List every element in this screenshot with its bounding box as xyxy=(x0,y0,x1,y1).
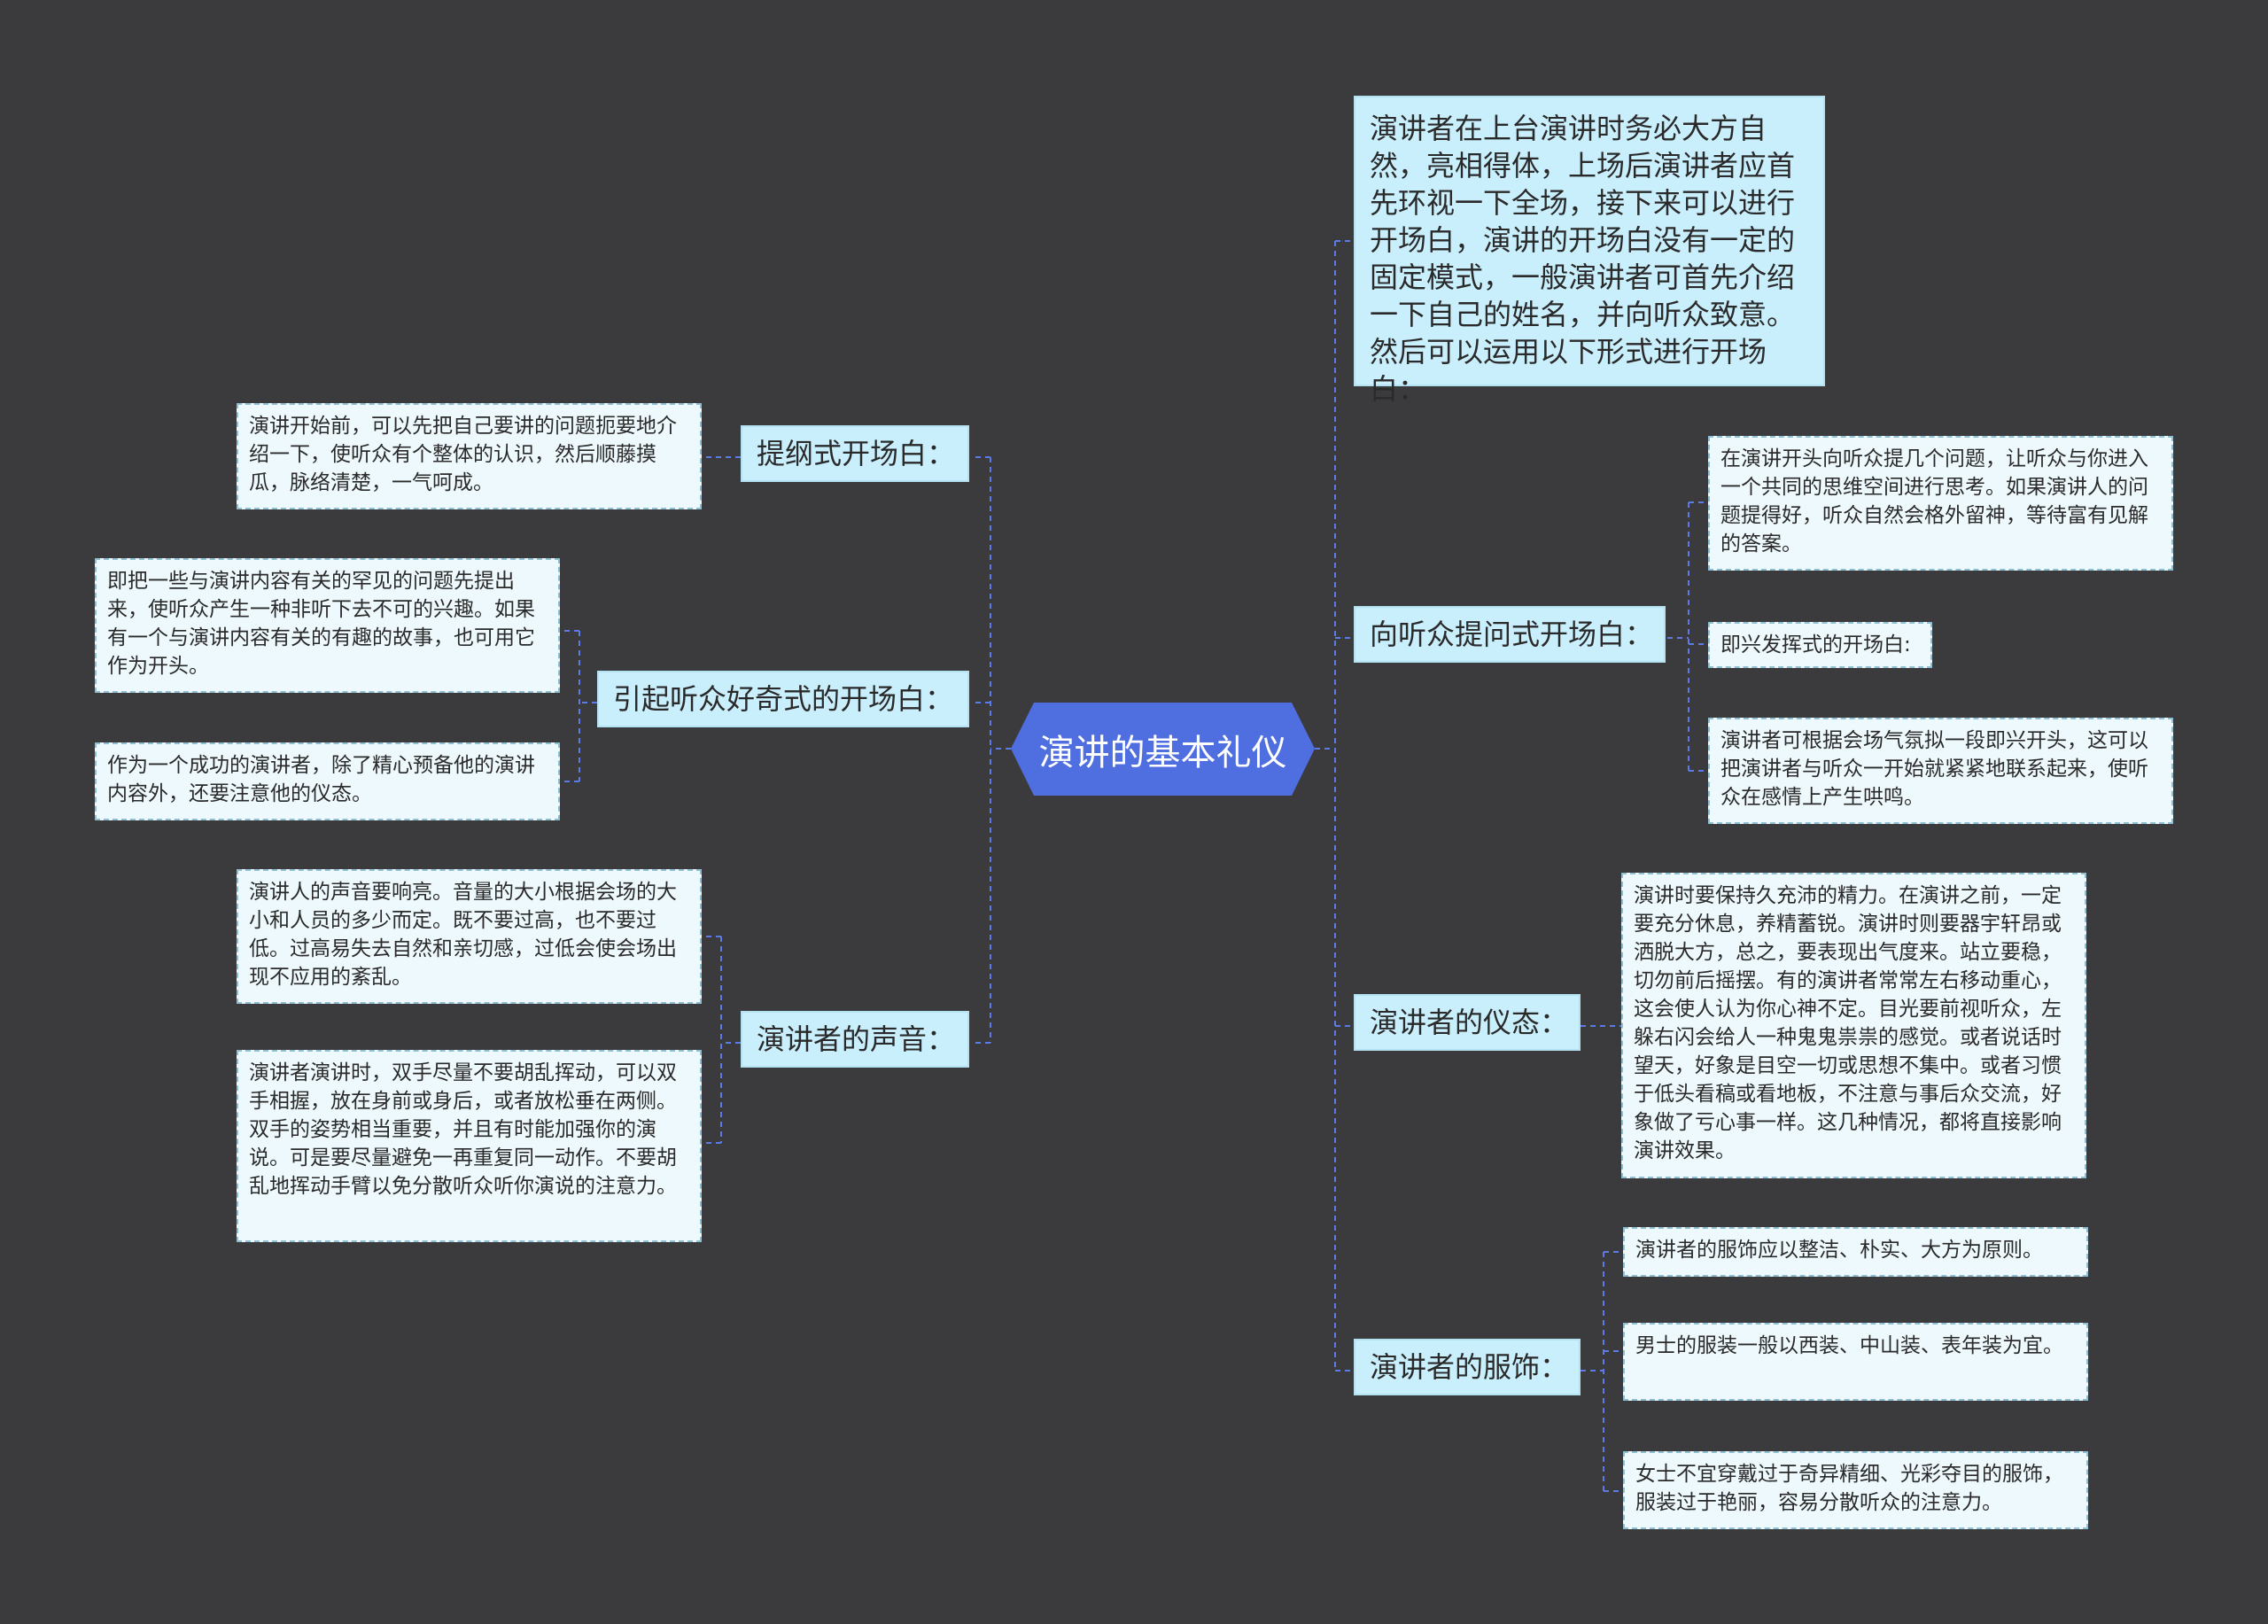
leaf-text: 演讲者的服饰应以整洁、朴实、大方为原则。 xyxy=(1635,1239,2043,1262)
leaf-voice-volume[interactable]: 演讲人的声音要响亮。音量的大小根据会场的大小和人员的多少而定。既不要过高，也不要… xyxy=(237,869,702,1004)
leaf-curiosity-desc[interactable]: 即把一些与演讲内容有关的罕见的问题先提出来，使听众产生一种非听下去不可的兴趣。如… xyxy=(95,558,560,693)
branch-label: 提纲式开场白： xyxy=(757,437,956,470)
leaf-text: 在演讲开头向听众提几个问题，让听众与你进入一个共同的思维空间进行思考。如果演讲人… xyxy=(1720,447,2148,556)
leaf-attire-women[interactable]: 女士不宜穿戴过于奇异精细、光彩夺目的服饰，服装过于艳丽，容易分散听众的注意力。 xyxy=(1623,1451,2088,1529)
branch-label: 演讲者的仪态： xyxy=(1370,1006,1569,1039)
leaf-text: 演讲者演讲时，双手尽量不要胡乱挥动，可以双手相握，放在身前或身后，或者放松垂在两… xyxy=(249,1061,677,1198)
leaf-text: 演讲者可根据会场气氛拟一段即兴开头，这可以把演讲者与听众一开始就紧紧地联系起来，… xyxy=(1720,729,2148,809)
leaf-text: 演讲时要保持久充沛的精力。在演讲之前，一定要充分休息，养精蓄锐。演讲时则要器宇轩… xyxy=(1634,884,2062,1162)
branch-curiosity-opening[interactable]: 引起听众好奇式的开场白： xyxy=(597,671,969,727)
branch-question-opening[interactable]: 向听众提问式开场白： xyxy=(1354,606,1666,663)
root-label: 演讲的基本礼仪 xyxy=(1038,732,1287,773)
intro-text: 演讲者在上台演讲时务必大方自然，亮相得体，上场后演讲者应首先环视一下全场，接下来… xyxy=(1370,112,1796,406)
branch-label: 引起听众好奇式的开场白： xyxy=(613,682,954,716)
branch-outline-opening[interactable]: 提纲式开场白： xyxy=(741,425,969,482)
leaf-impromptu-desc[interactable]: 演讲者可根据会场气氛拟一段即兴开头，这可以把演讲者与听众一开始就紧紧地联系起来，… xyxy=(1708,718,2173,824)
branch-label: 演讲者的声音： xyxy=(757,1022,956,1056)
leaf-text: 作为一个成功的演讲者，除了精心预备他的演讲内容外，还要注意他的仪态。 xyxy=(107,754,535,805)
leaf-attire-men[interactable]: 男士的服装一般以西装、中山装、表年装为宜。 xyxy=(1623,1323,2088,1401)
intro-node[interactable]: 演讲者在上台演讲时务必大方自然，亮相得体，上场后演讲者应首先环视一下全场，接下来… xyxy=(1354,96,1825,406)
leaf-text: 即把一些与演讲内容有关的罕见的问题先提出来，使听众产生一种非听下去不可的兴趣。如… xyxy=(107,570,535,678)
leaf-text: 即兴发挥式的开场白: xyxy=(1720,633,1911,657)
leaf-question-desc[interactable]: 在演讲开头向听众提几个问题，让听众与你进入一个共同的思维空间进行思考。如果演讲人… xyxy=(1708,436,2173,571)
leaf-impromptu-title[interactable]: 即兴发挥式的开场白: xyxy=(1708,622,1932,668)
leaf-text: 男士的服装一般以西装、中山装、表年装为宜。 xyxy=(1635,1334,2063,1357)
leaf-text: 演讲开始前，可以先把自己要讲的问题扼要地介绍一下，使听众有个整体的认识，然后顺藤… xyxy=(249,415,677,494)
leaf-text: 演讲人的声音要响亮。音量的大小根据会场的大小和人员的多少而定。既不要过高，也不要… xyxy=(249,881,677,989)
leaf-voice-gesture[interactable]: 演讲者演讲时，双手尽量不要胡乱挥动，可以双手相握，放在身前或身后，或者放松垂在两… xyxy=(237,1050,702,1242)
leaf-attire-principle[interactable]: 演讲者的服饰应以整洁、朴实、大方为原则。 xyxy=(1623,1227,2088,1277)
root-node[interactable]: 演讲的基本礼仪 xyxy=(1011,703,1315,796)
branch-attire[interactable]: 演讲者的服饰： xyxy=(1354,1339,1581,1395)
leaf-curiosity-note[interactable]: 作为一个成功的演讲者，除了精心预备他的演讲内容外，还要注意他的仪态。 xyxy=(95,742,560,820)
branch-demeanor[interactable]: 演讲者的仪态： xyxy=(1354,994,1581,1051)
branch-label: 演讲者的服饰： xyxy=(1370,1350,1569,1384)
leaf-demeanor-desc[interactable]: 演讲时要保持久充沛的精力。在演讲之前，一定要充分休息，养精蓄锐。演讲时则要器宇轩… xyxy=(1621,873,2086,1178)
leaf-outline-opening-desc[interactable]: 演讲开始前，可以先把自己要讲的问题扼要地介绍一下，使听众有个整体的认识，然后顺藤… xyxy=(237,403,702,509)
branch-label: 向听众提问式开场白： xyxy=(1370,618,1654,651)
leaf-text: 女士不宜穿戴过于奇异精细、光彩夺目的服饰，服装过于艳丽，容易分散听众的注意力。 xyxy=(1635,1463,2063,1514)
branch-voice[interactable]: 演讲者的声音： xyxy=(741,1011,969,1068)
